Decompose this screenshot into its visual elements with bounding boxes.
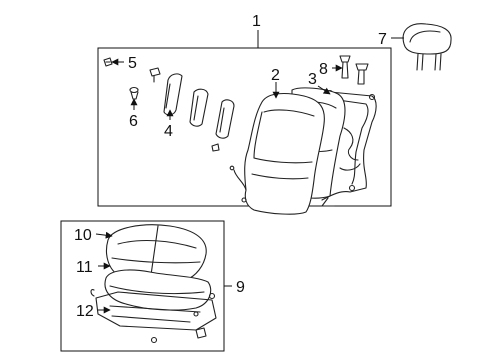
callout-3: 3 — [308, 71, 317, 88]
callout-1: 1 — [252, 13, 261, 30]
callout-9: 9 — [236, 279, 245, 296]
callout-6: 6 — [129, 113, 138, 130]
trim-cover-c — [215, 99, 235, 139]
callout-10: 10 — [74, 227, 92, 244]
seat-cushion-frame — [90, 289, 217, 344]
callout-5: 5 — [128, 55, 137, 72]
callout-7: 7 — [378, 31, 387, 48]
trim-cover-4 — [163, 73, 183, 116]
headrest — [402, 23, 452, 71]
callout-4: 4 — [164, 123, 173, 140]
callout-11: 11 — [76, 259, 93, 276]
callout-2: 2 — [271, 67, 280, 84]
callout-12: 12 — [76, 303, 94, 320]
callout-8: 8 — [319, 61, 328, 78]
clip-6 — [129, 86, 139, 100]
headrest-guide-8 — [339, 55, 351, 79]
seatback-assembly-frame — [97, 47, 392, 207]
screw-part — [149, 67, 161, 83]
clip-5 — [103, 57, 113, 67]
seat-cushion-pad — [104, 269, 212, 311]
trim-cover-b — [189, 88, 209, 127]
leader-lines — [95, 30, 404, 314]
headrest-guide-b — [355, 63, 369, 85]
seatback-frame — [321, 89, 377, 207]
seatback-cover — [229, 92, 325, 215]
clip-small — [211, 143, 220, 152]
